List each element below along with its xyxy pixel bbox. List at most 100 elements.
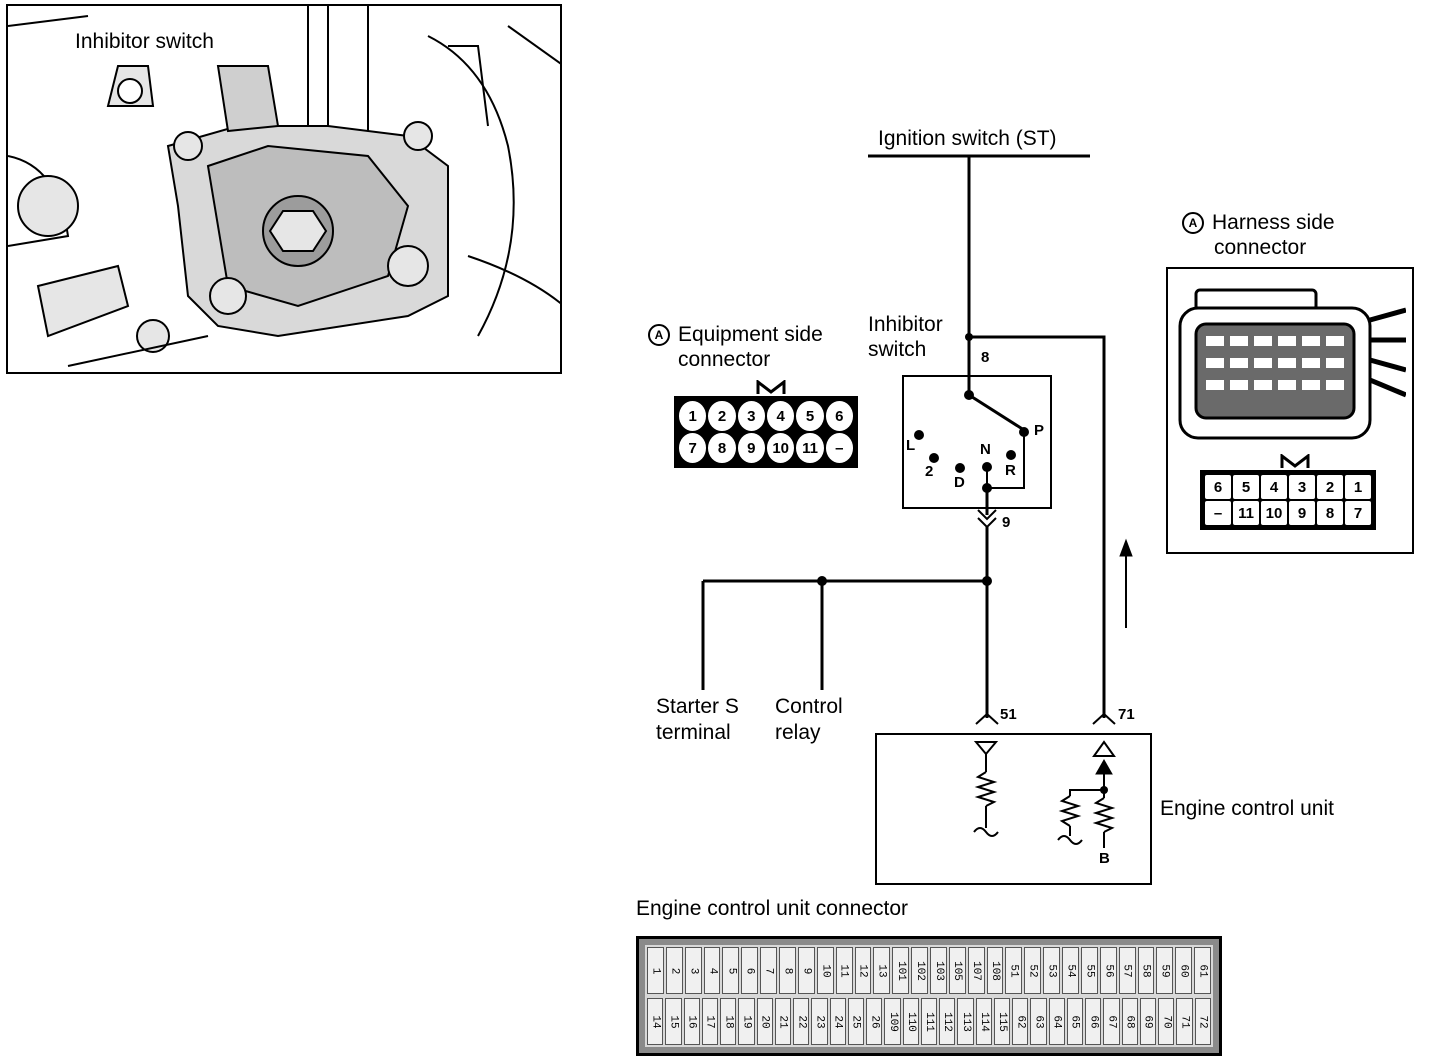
- connector-pin: 4: [1261, 475, 1287, 499]
- position-l-label: L: [906, 437, 916, 454]
- ecu-pin-number: 60: [1177, 963, 1190, 978]
- ecu-pin-number: 12: [856, 963, 869, 978]
- connector-pin: 2: [1317, 475, 1343, 499]
- ecu-pin-cell: 69: [1139, 998, 1157, 1045]
- pin-71-label: 71: [1118, 706, 1135, 723]
- ecu-b-label: B: [1099, 850, 1110, 867]
- ecu-pin-number: 19: [740, 1014, 753, 1029]
- connector-pin: 10: [767, 433, 795, 463]
- ecu-pin-number: 23: [813, 1014, 826, 1029]
- ecu-pin-number: 1: [649, 967, 662, 974]
- ecu-pin-cell: 71: [1176, 998, 1193, 1045]
- junction-dot: [1100, 786, 1108, 794]
- ecu-connector-title: Engine control unit connector: [636, 897, 909, 920]
- ecu-pin-cell: 72: [1194, 998, 1211, 1045]
- ecu-pin-number: 55: [1083, 963, 1096, 978]
- ecu-pin-cell: 111: [920, 998, 938, 1045]
- ecu-pin-cell: 1: [647, 947, 664, 994]
- ecu-pin-number: 20: [758, 1014, 771, 1029]
- ecu-pin-number: 62: [1014, 1014, 1027, 1029]
- ecu-pin-number: 56: [1102, 963, 1115, 978]
- ecu-pin-number: 24: [831, 1014, 844, 1029]
- relay-label-line1: Control: [775, 695, 843, 718]
- connector-pin: –: [1205, 501, 1231, 525]
- ecu-pin-cell: 14: [647, 998, 664, 1045]
- ecu-71-input-symbol: [1092, 740, 1116, 757]
- ecu-pin-cell: 19: [738, 998, 755, 1045]
- starter-label-line1: Starter S: [656, 695, 739, 718]
- ecu-pin-number: 16: [685, 1014, 698, 1029]
- switch-p-contact: [1019, 427, 1029, 437]
- ecu-pin-cell: 56: [1099, 947, 1117, 994]
- ecu-pin-cell: 113: [957, 998, 974, 1045]
- ecu-pin-number: 111: [923, 1011, 935, 1032]
- ecu-pin-number: 103: [932, 960, 945, 981]
- connector-pin: 3: [1289, 475, 1315, 499]
- ecu-pin-number: 71: [1178, 1014, 1191, 1029]
- ecu-pin-number: 14: [649, 1014, 662, 1029]
- harness-connector-panel: [1166, 267, 1414, 554]
- connector-pin: 10: [1261, 501, 1287, 525]
- ecu-pin-number: 69: [1142, 1014, 1155, 1029]
- switch-common-dot: [964, 390, 974, 400]
- position-r-label: R: [1005, 462, 1016, 479]
- switch-r-contact: [1006, 450, 1016, 460]
- connector-pin: 11: [1233, 501, 1259, 525]
- ecu-pin-number: 15: [667, 1014, 680, 1029]
- ecu-pin-number: 53: [1045, 963, 1058, 978]
- ecu-pin-cell: 67: [1103, 998, 1120, 1045]
- ecu-pin-number: 7: [762, 967, 775, 974]
- pin9-connector-mark: [977, 509, 997, 521]
- ecu-pin-cell: 101: [892, 947, 910, 994]
- ecu-71-ground: [1057, 835, 1083, 845]
- ecu-pin-number: 68: [1123, 1014, 1136, 1029]
- ecu-pin-cell: 10: [816, 947, 834, 994]
- engine-photo-illustration: [8, 6, 560, 372]
- ecu-71-pulldown-resistor: [1058, 795, 1082, 827]
- connector-pin: 1: [679, 401, 707, 431]
- connector-pin: 5: [1233, 475, 1259, 499]
- photo-caption: Inhibitor switch: [72, 30, 217, 54]
- connector-pin: 3: [737, 401, 765, 431]
- ecu-51-input-symbol: [973, 741, 999, 756]
- connector-pin: 9: [1289, 501, 1315, 525]
- ecu-pin-number: 105: [951, 960, 964, 981]
- switch-2-contact: [929, 453, 939, 463]
- ecu-pin-cell: 3: [684, 947, 702, 994]
- ecu-pin-cell: 108: [986, 947, 1004, 994]
- ecu-pin-cell: 26: [866, 998, 883, 1045]
- junction-dot: [982, 576, 992, 586]
- ecu-pin-number: 10: [819, 963, 832, 978]
- ecu-pin-cell: 58: [1137, 947, 1155, 994]
- harness-connector-latch: [1280, 454, 1310, 468]
- ecu-pin-number: 3: [687, 967, 700, 974]
- ecu-pin-number: 21: [776, 1014, 789, 1029]
- ecu-pin-number: 65: [1069, 1014, 1082, 1029]
- ecu-pin-cell: 107: [967, 947, 985, 994]
- connector-pin: 9: [737, 433, 765, 463]
- position-2-label: 2: [925, 463, 934, 480]
- ecu-71-pullup-resistor: [1092, 797, 1116, 833]
- ecu-pin-cell: 25: [847, 998, 865, 1045]
- ecu-pin-cell: 21: [774, 998, 792, 1045]
- ecu-pin-number: 9: [800, 967, 813, 974]
- ecu-pin-number: 112: [941, 1011, 954, 1032]
- ecu-pin-number: 59: [1158, 963, 1171, 978]
- connector-pin: 5: [796, 401, 824, 431]
- connector-pin: –: [825, 433, 853, 463]
- ecu-pin-cell: 60: [1175, 947, 1193, 994]
- ecu-pin-number: 2: [668, 967, 681, 974]
- ecu-pin-cell: 115: [993, 998, 1011, 1045]
- ecu-pin-number: 6: [743, 967, 756, 974]
- ecu-pin-cell: 2: [665, 947, 683, 994]
- ecu-pin-number: 57: [1121, 963, 1134, 978]
- junction-dot: [965, 333, 973, 341]
- inhibitor-switch-photo: Inhibitor switch: [6, 4, 562, 374]
- pin-9-label: 9: [1002, 514, 1011, 531]
- switch-l-contact: [914, 430, 924, 440]
- relay-label-line2: relay: [775, 721, 821, 744]
- ecu-pin-number: 58: [1139, 963, 1152, 978]
